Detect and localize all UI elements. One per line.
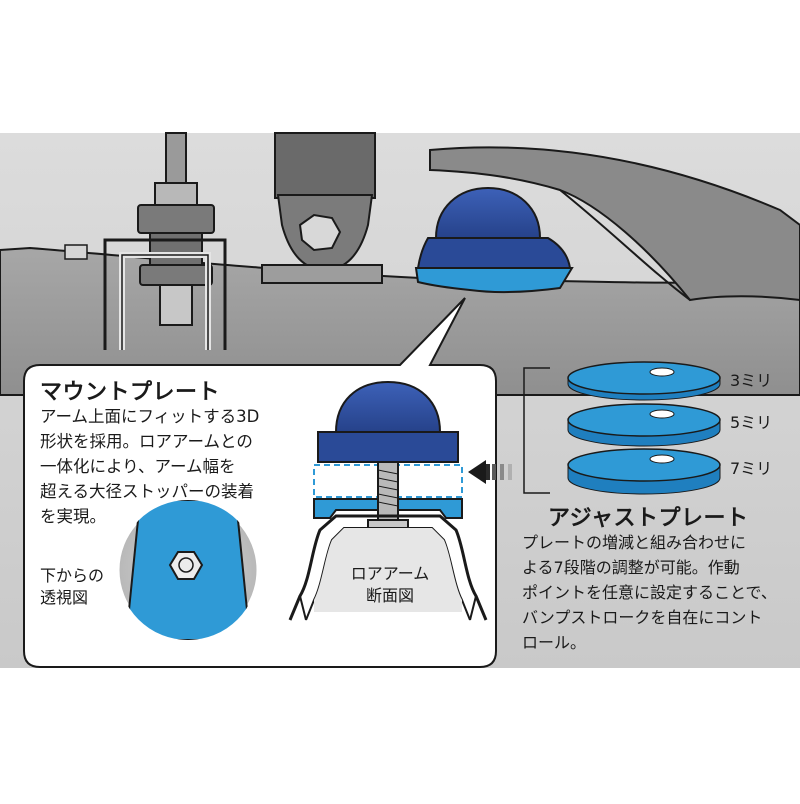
knuckle-shape (429, 146, 800, 302)
mount-plate-title: マウントプレート (40, 380, 221, 405)
plates-bracket (523, 367, 550, 494)
insert-arrow (468, 460, 512, 484)
mount-plate-description: アーム上面にフィットする3D 形状を採用。ロアアームとの 一体化により、アーム幅… (40, 407, 260, 526)
section-label: ロアアーム 断面図 (350, 564, 430, 605)
adjust-plate-5mm (567, 403, 721, 447)
adjust-plate-3mm (567, 361, 721, 401)
bolt-head (298, 213, 342, 252)
bottom-view-label: 下からの 透視図 (40, 566, 105, 607)
nut-icon (168, 551, 204, 580)
arm-section-profile (288, 514, 488, 621)
plate-label-5mm: 5ミリ (730, 413, 773, 432)
plate-label-7mm: 7ミリ (730, 459, 773, 478)
section-dome (334, 380, 442, 433)
adjust-plate-description: プレートの増減と組み合わせに よる7段階の調整が可能。作動 ポイントを任意に設定… (522, 533, 777, 652)
plate-label-3mm: 3ミリ (730, 371, 773, 390)
mount-plate-on-arm (414, 267, 574, 294)
shock-absorber (274, 132, 376, 199)
bracket (103, 238, 227, 350)
bump-stopper-dome (434, 186, 542, 239)
adjust-plate-title: アジャストプレート (548, 506, 749, 531)
adjust-plate-7mm (567, 448, 721, 495)
